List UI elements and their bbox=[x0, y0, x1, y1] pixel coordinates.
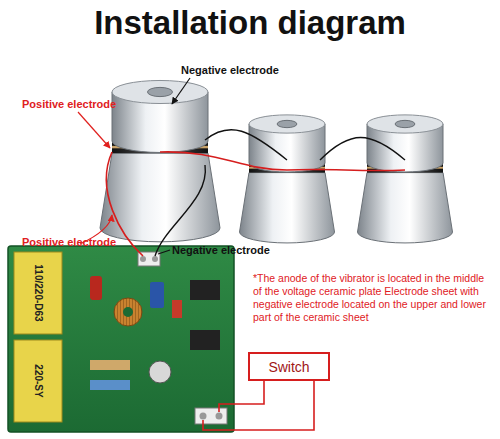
electrolytic-cap bbox=[149, 361, 171, 383]
transducer bbox=[240, 115, 335, 243]
negative-wire bbox=[205, 130, 287, 160]
note-text: *The anode of the vibrator is located in… bbox=[253, 272, 491, 325]
transistor bbox=[190, 330, 220, 350]
screw bbox=[216, 413, 223, 420]
transducer bbox=[100, 80, 220, 241]
top-face bbox=[367, 115, 443, 133]
pcb bbox=[8, 246, 234, 432]
negative-wire bbox=[320, 138, 405, 161]
transformer-label: 220-SY bbox=[33, 363, 44, 398]
top-face bbox=[249, 115, 325, 133]
screw bbox=[140, 256, 146, 262]
leader-line bbox=[78, 112, 110, 148]
electrode-label: Negative electrode bbox=[181, 64, 279, 76]
leader-line bbox=[158, 250, 170, 254]
capacitor bbox=[172, 300, 182, 318]
electrode-label: Positive electrode bbox=[22, 98, 116, 110]
positive-wire bbox=[160, 152, 287, 170]
switch-box: Switch bbox=[248, 352, 330, 381]
switch-wire bbox=[203, 381, 314, 430]
electrode-label: Positive electrode bbox=[22, 236, 116, 248]
transformer bbox=[14, 340, 62, 422]
bolt bbox=[277, 120, 297, 127]
horn-body bbox=[100, 153, 220, 242]
top-face bbox=[112, 80, 208, 103]
switch-wire bbox=[219, 381, 264, 412]
title: Installation diagram bbox=[0, 4, 500, 42]
negative-wire bbox=[155, 165, 205, 256]
leader-line bbox=[172, 78, 190, 104]
toroid-hole bbox=[123, 307, 133, 317]
driver-board bbox=[8, 246, 234, 432]
electrode-label: Negative electrode bbox=[172, 244, 270, 256]
capacitor bbox=[150, 282, 164, 308]
horn-body bbox=[358, 173, 453, 243]
transformer bbox=[14, 252, 62, 334]
transducer bbox=[358, 115, 453, 243]
screw bbox=[200, 413, 207, 420]
transformer-label: 110/220-D63 bbox=[33, 263, 44, 322]
positive-wire bbox=[287, 169, 405, 170]
power-terminal bbox=[195, 408, 227, 424]
wires bbox=[78, 78, 405, 430]
bolt bbox=[148, 87, 173, 96]
resistor bbox=[90, 360, 130, 370]
horn-body bbox=[240, 173, 335, 243]
screw bbox=[152, 256, 158, 262]
node-text: Switch bbox=[268, 359, 309, 375]
transducers bbox=[100, 80, 453, 242]
capacitor bbox=[90, 276, 102, 300]
transistor bbox=[190, 280, 220, 300]
toroid-coil bbox=[114, 298, 142, 326]
resistor bbox=[90, 380, 130, 390]
bolt bbox=[395, 120, 415, 127]
